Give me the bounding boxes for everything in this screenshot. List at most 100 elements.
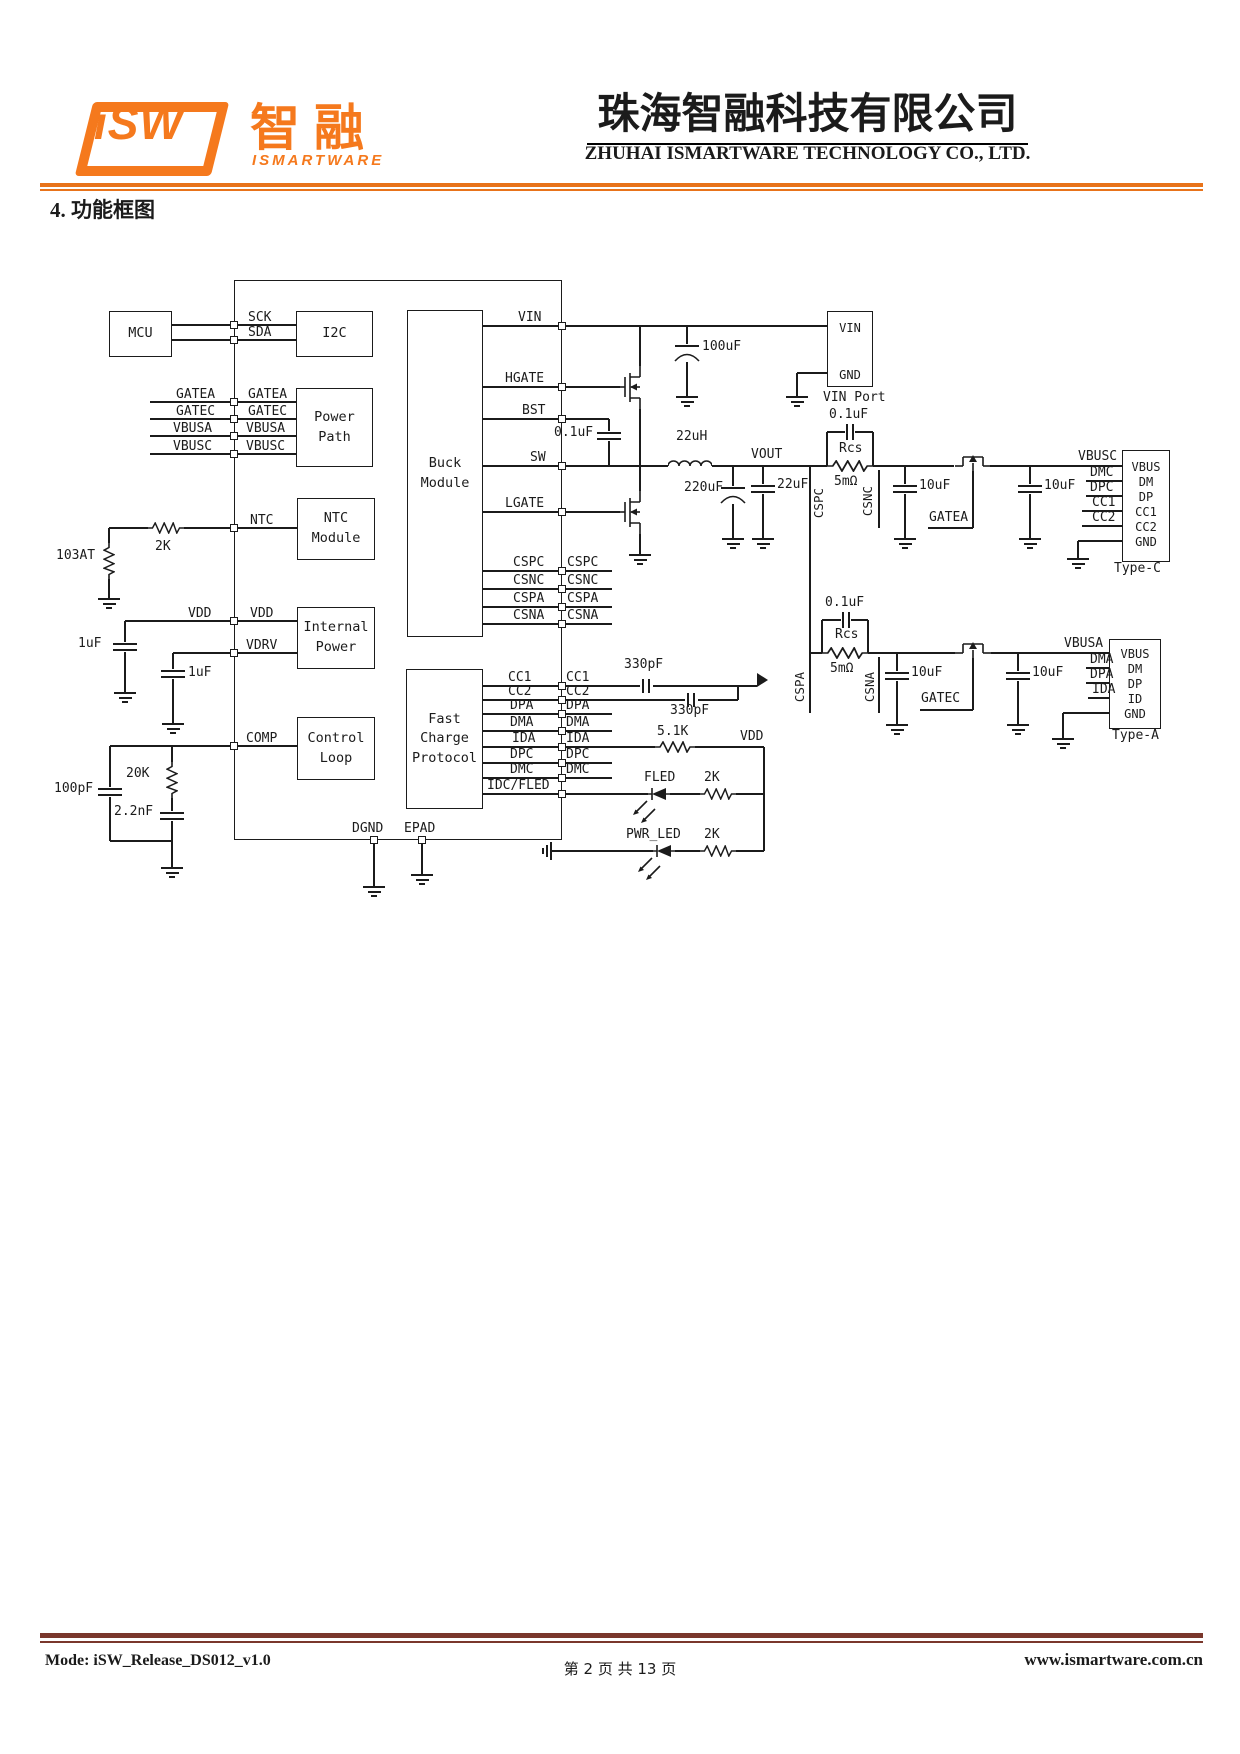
value-330pf-2: 330pF: [670, 703, 710, 718]
led-arrows-icon: [633, 800, 656, 823]
chip-pin: [230, 321, 238, 329]
typea-pin-gnd: GND: [1124, 707, 1146, 721]
led-icon: [653, 845, 675, 857]
value-10uf-3: 10uF: [911, 665, 943, 680]
header-rule-thin: [40, 189, 1203, 191]
chip-pin: [558, 603, 566, 611]
block-i2c-label: I2C: [322, 325, 347, 342]
chip-pin: [558, 790, 566, 798]
pin-label-dmc: DMC: [510, 762, 534, 777]
net-label-csnc-vert: CSNC: [860, 486, 875, 517]
wire: [827, 431, 845, 433]
pin-label-hgate: HGATE: [505, 371, 545, 386]
wire: [737, 686, 739, 700]
pin-label-idc-fled: IDC/FLED: [487, 778, 550, 793]
wire: [1062, 713, 1064, 738]
chip-pin: [230, 398, 238, 406]
footer-page-number: 第 2 页 共 13 页: [563, 1660, 677, 1678]
wire: [109, 746, 111, 787]
value-01uf-bst: 0.1uF: [554, 425, 594, 440]
pin-label-csnc: CSNC: [513, 573, 545, 588]
capacitor-plate: [687, 693, 690, 707]
mosfet-icon: [620, 365, 641, 409]
wire: [150, 401, 296, 403]
typea-pin-dp: DP: [1127, 677, 1143, 691]
net-label-gatea-ext: GATEA: [176, 387, 216, 402]
value-100uf: 100uF: [702, 339, 742, 354]
dual-mosfet-icon: [955, 642, 991, 658]
wire: [172, 679, 174, 723]
resistor-icon: [148, 522, 184, 534]
net-label-cspa-vert: CSPA: [792, 672, 807, 703]
block-mcu: MCU: [109, 311, 172, 357]
electrolytic-plate-icon: [674, 353, 700, 362]
chip-pin: [558, 682, 566, 690]
capacitor-plate: [893, 485, 917, 488]
wire: [878, 470, 880, 528]
wire: [171, 798, 173, 811]
net-label-cspa: CSPA: [567, 591, 599, 606]
wire: [421, 841, 423, 874]
ground-icon: [722, 538, 744, 549]
capacitor-plate: [751, 485, 775, 488]
capacitor-plate: [848, 612, 851, 628]
wire: [124, 652, 126, 692]
block-internal-power-label: Internal Power: [303, 619, 369, 655]
capacitor-plate: [885, 678, 909, 681]
vin-port-pin-vin: VIN: [839, 321, 861, 335]
wire: [483, 762, 612, 764]
net-label-gatec-ext: GATEC: [176, 404, 216, 419]
wire: [172, 653, 174, 669]
capacitor-plate: [550, 842, 553, 860]
capacitor-plate: [597, 438, 621, 441]
pin-label-sck: SCK: [248, 310, 272, 325]
chip-boundary: [234, 280, 562, 840]
chip-pin: [230, 617, 238, 625]
net-label-cc2: CC2: [566, 684, 590, 699]
logo-chinese-text: 智融: [250, 100, 378, 156]
capacitor-plate: [693, 693, 696, 707]
value-330pf-1: 330pF: [624, 657, 664, 672]
wire: [639, 466, 641, 491]
value-20k: 20K: [126, 766, 150, 781]
port-title-type-a: Type-A: [1112, 728, 1159, 743]
chip-pin: [558, 759, 566, 767]
pin-label-comp: COMP: [246, 731, 278, 746]
wire: [670, 793, 700, 795]
capacitor-plate: [98, 788, 122, 791]
typec-pin-dm: DM: [1138, 475, 1154, 489]
vin-port-pin-gnd: GND: [839, 368, 861, 382]
ground-icon: [411, 874, 433, 885]
ground-icon: [786, 396, 808, 407]
wire: [851, 619, 868, 621]
port-title-type-c: Type-C: [1114, 561, 1161, 576]
wire: [1082, 525, 1122, 527]
wire: [878, 657, 880, 713]
wire: [566, 418, 609, 420]
pin-label-dma: DMA: [510, 715, 534, 730]
wire: [712, 465, 827, 467]
wire: [896, 653, 898, 671]
pin-label-lgate: LGATE: [505, 496, 545, 511]
company-name-english: ZHUHAI ISMARTWARE TECHNOLOGY CO., LTD.: [584, 143, 1031, 164]
chip-pin: [230, 742, 238, 750]
capacitor-plate: [1018, 485, 1042, 488]
ground-icon: [363, 886, 385, 897]
chip-pin: [418, 836, 426, 844]
wire: [639, 534, 641, 554]
connector-vin-port: VIN GND: [827, 311, 873, 387]
value-22uh: 22uH: [676, 429, 708, 444]
wire: [732, 504, 734, 538]
chip-pin: [558, 696, 566, 704]
header: iSW 智融 ISMARTWARE 珠海智融科技有限公司 ZHUHAI ISMA…: [0, 0, 1240, 191]
value-1uf-vdrv: 1uF: [188, 665, 212, 680]
value-10uf-2: 10uF: [1044, 478, 1076, 493]
pin-label-gatea: GATEA: [248, 387, 288, 402]
net-label-csnc: CSNC: [567, 573, 599, 588]
wire: [483, 777, 612, 779]
chip-pin: [558, 743, 566, 751]
footer-website-link: www.ismartware.com.cn: [1024, 1650, 1203, 1669]
net-label-vdd-rail: VDD: [740, 729, 764, 744]
wire: [1086, 480, 1122, 482]
chip-pin: [558, 727, 566, 735]
